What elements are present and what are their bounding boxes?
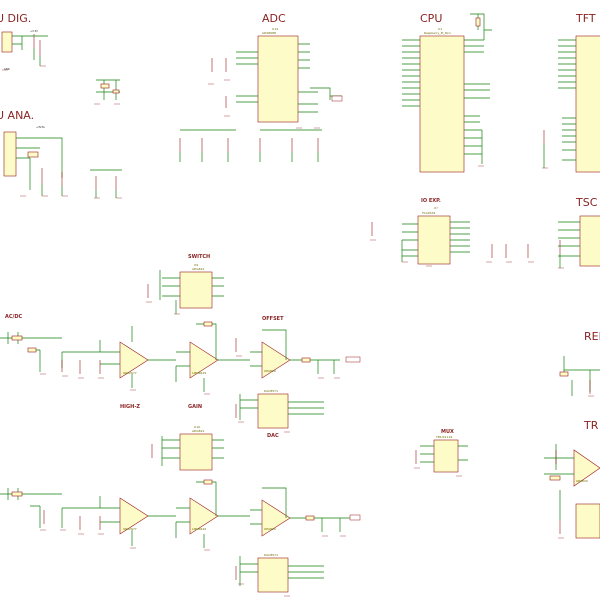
section-title-gain: GAIN <box>188 404 202 410</box>
ref-block <box>559 356 600 396</box>
mux-chip: TMUX1119 <box>415 435 468 473</box>
offset-opamp-top: OPA820 <box>250 329 361 379</box>
adc-value: ADS8688 <box>262 31 276 35</box>
gain1-value: LMH6629 <box>192 371 206 375</box>
switch1-value: ADG821 <box>192 267 205 271</box>
cpu-ref: U1 <box>438 27 442 31</box>
switch-chip-bottom: U10 ADG821 <box>151 425 224 471</box>
gain-opamp-bottom: LMH6629 <box>175 479 250 548</box>
section-title-highz: HIGH-Z <box>120 404 140 410</box>
section-title-ref: REF <box>584 330 600 343</box>
ground-symbols <box>2 65 594 597</box>
acdc-input-top <box>0 332 63 372</box>
digital-small-caps <box>96 79 120 100</box>
highz1-value: OPA2677 <box>123 371 137 375</box>
section-title-switch: SWITCH <box>188 254 210 260</box>
digital-supply-block: +3.3V GND <box>1 29 48 71</box>
gain2-value: LMH6629 <box>192 527 206 531</box>
dac1-value: DAC8571 <box>264 389 278 393</box>
net-label-vp: +3.3V <box>30 29 38 33</box>
switch-chip-top: U9 ADG821 <box>147 263 224 314</box>
section-title-io-exp: IO EXP. <box>421 198 441 204</box>
section-title-mux: MUX <box>441 429 454 435</box>
analog-decoupling-caps <box>90 169 122 198</box>
offset2-value: OPA820 <box>264 527 276 531</box>
section-title-offset: OFFSET <box>262 316 284 322</box>
dac-chip-top: DAC8571 <box>235 389 324 429</box>
adc-ref: U14 <box>272 27 278 31</box>
section-title-tr: TR <box>583 419 599 432</box>
analog-supply-block: +3V3A <box>3 125 63 196</box>
section-title-acdc: AC/DC <box>5 314 23 320</box>
tr-opamp: OPA820 <box>544 444 600 539</box>
tr-value: OPA820 <box>576 479 588 483</box>
offset1-value: OPA820 <box>264 369 276 373</box>
io-expander-chip: U? TCA9534 <box>371 206 529 265</box>
adc-decoupling-caps <box>179 129 322 162</box>
highz2-value: OPA2677 <box>123 527 137 531</box>
section-title-analog: U ANA. <box>0 109 34 122</box>
io-exp-ref: U? <box>434 206 438 210</box>
dac-chip-bottom: DAC8571 <box>235 553 324 593</box>
section-title-dac: DAC <box>267 433 279 439</box>
section-title-cpu: CPU <box>420 12 442 25</box>
cpu-chip: U1 Raspberry_Pi_Pico <box>402 13 492 173</box>
section-title-tsc: TSC <box>575 196 598 209</box>
switch2-value: ADG821 <box>192 429 205 433</box>
highz-opamp-top: OPA2677 <box>62 326 176 388</box>
net-label-vp-analog: +3V3A <box>36 125 45 129</box>
tft-connector <box>543 35 600 173</box>
cpu-value: Raspberry_Pi_Pico <box>424 31 451 35</box>
net-label-gnd: GND <box>4 67 10 71</box>
switch2-ref: U10 <box>194 425 200 429</box>
section-title-adc: ADC <box>262 12 286 25</box>
switch1-ref: U9 <box>194 263 198 267</box>
mux-value: TMUX1119 <box>435 435 452 439</box>
tsc-chip <box>558 215 600 268</box>
dac2-value: DAC8571 <box>264 553 278 557</box>
highz-opamp-bottom: OPA2677 <box>62 496 176 546</box>
section-title-tft: TFT <box>575 12 596 25</box>
section-title-digital: U DIG. <box>0 12 31 25</box>
acdc-input-bottom <box>0 488 63 528</box>
gain-opamp-top: LMH6629 <box>175 321 250 392</box>
io-exp-value: TCA9534 <box>421 211 436 215</box>
offset-opamp-bottom: OPA820 <box>250 487 361 537</box>
adc-chip: U14 ADS8688 <box>211 27 343 123</box>
